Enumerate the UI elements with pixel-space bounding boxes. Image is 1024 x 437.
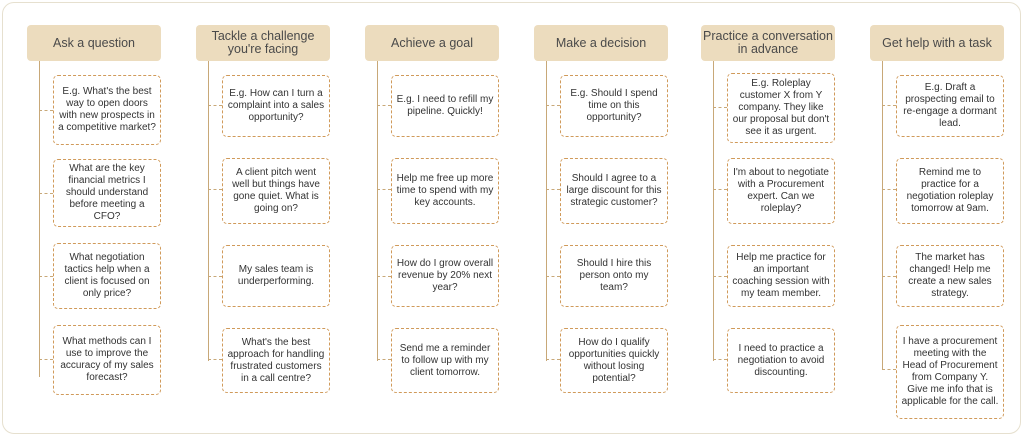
- prompt-card[interactable]: What negotiation tactics help when a cli…: [53, 243, 161, 309]
- prompt-card[interactable]: The market has changed! Help me create a…: [896, 245, 1004, 307]
- branch-connector: [39, 193, 53, 194]
- prompt-card[interactable]: E.g. What's the best way to open doors w…: [53, 75, 161, 145]
- prompt-card[interactable]: Should I hire this person onto my team?: [560, 245, 668, 307]
- prompt-card[interactable]: What are the key financial metrics I sho…: [53, 159, 161, 227]
- prompt-card[interactable]: E.g. Roleplay customer X from Y company.…: [727, 73, 835, 143]
- branch-connector: [377, 276, 391, 277]
- column-header: Tackle a challenge you're facing: [196, 25, 330, 61]
- prompt-card[interactable]: How do I qualify opportunities quickly w…: [560, 328, 668, 393]
- prompt-card[interactable]: E.g. Draft a prospecting email to re-eng…: [896, 75, 1004, 137]
- branch-connector: [208, 189, 222, 190]
- prompt-card[interactable]: Send me a reminder to follow up with my …: [391, 328, 499, 393]
- prompt-card[interactable]: What methods can I use to improve the ac…: [53, 325, 161, 395]
- connector-line: [713, 61, 714, 361]
- prompt-card[interactable]: E.g. Should I spend time on this opportu…: [560, 75, 668, 137]
- column-achieve-a-goal: Achieve a goal E.g. I need to refill my …: [365, 25, 505, 425]
- column-header: Achieve a goal: [365, 25, 499, 61]
- connector-line: [882, 61, 883, 369]
- connector-line: [546, 61, 547, 361]
- prompt-card[interactable]: E.g. I need to refill my pipeline. Quick…: [391, 75, 499, 137]
- column-header: Get help with a task: [870, 25, 1004, 61]
- prompt-card[interactable]: Help me practice for an important coachi…: [727, 245, 835, 307]
- branch-connector: [39, 110, 53, 111]
- prompt-card[interactable]: My sales team is underperforming.: [222, 245, 330, 307]
- prompt-card[interactable]: Remind me to practice for a negotiation …: [896, 158, 1004, 224]
- branch-connector: [713, 107, 727, 108]
- prompt-card[interactable]: Help me free up more time to spend with …: [391, 158, 499, 224]
- connector-line: [208, 61, 209, 361]
- column-header: Practice a conversation in advance: [701, 25, 835, 61]
- branch-connector: [546, 276, 560, 277]
- prompt-card[interactable]: A client pitch went well but things have…: [222, 158, 330, 224]
- prompt-card[interactable]: I have a procurement meeting with the He…: [896, 325, 1004, 419]
- column-ask-a-question: Ask a question E.g. What's the best way …: [27, 25, 167, 425]
- branch-connector: [882, 276, 896, 277]
- branch-connector: [377, 189, 391, 190]
- prompt-card[interactable]: Should I agree to a large discount for t…: [560, 158, 668, 224]
- branch-connector: [546, 105, 560, 106]
- connector-line: [377, 61, 378, 361]
- prompt-card[interactable]: How do I grow overall revenue by 20% nex…: [391, 245, 499, 307]
- branch-connector: [208, 276, 222, 277]
- column-tackle-a-challenge: Tackle a challenge you're facing E.g. Ho…: [196, 25, 336, 425]
- prompt-card[interactable]: What's the best approach for handling fr…: [222, 328, 330, 393]
- branch-connector: [882, 189, 896, 190]
- branch-connector: [377, 359, 391, 360]
- branch-connector: [377, 105, 391, 106]
- branch-connector: [208, 105, 222, 106]
- branch-connector: [713, 189, 727, 190]
- prompt-card[interactable]: I need to practice a negotiation to avoi…: [727, 328, 835, 393]
- branch-connector: [713, 276, 727, 277]
- column-practice-a-conversation: Practice a conversation in advance E.g. …: [701, 25, 841, 425]
- branch-connector: [882, 369, 896, 370]
- branch-connector: [546, 189, 560, 190]
- branch-connector: [39, 276, 53, 277]
- prompt-card[interactable]: E.g. How can I turn a complaint into a s…: [222, 75, 330, 137]
- branch-connector: [546, 359, 560, 360]
- connector-line: [39, 61, 40, 377]
- prompt-card[interactable]: I'm about to negotiate with a Procuremen…: [727, 158, 835, 224]
- branch-connector: [208, 359, 222, 360]
- branch-connector: [882, 105, 896, 106]
- column-get-help-with-a-task: Get help with a task E.g. Draft a prospe…: [870, 25, 1010, 425]
- column-header: Make a decision: [534, 25, 668, 61]
- column-make-a-decision: Make a decision E.g. Should I spend time…: [534, 25, 674, 425]
- branch-connector: [713, 359, 727, 360]
- column-header: Ask a question: [27, 25, 161, 61]
- branch-connector: [39, 359, 53, 360]
